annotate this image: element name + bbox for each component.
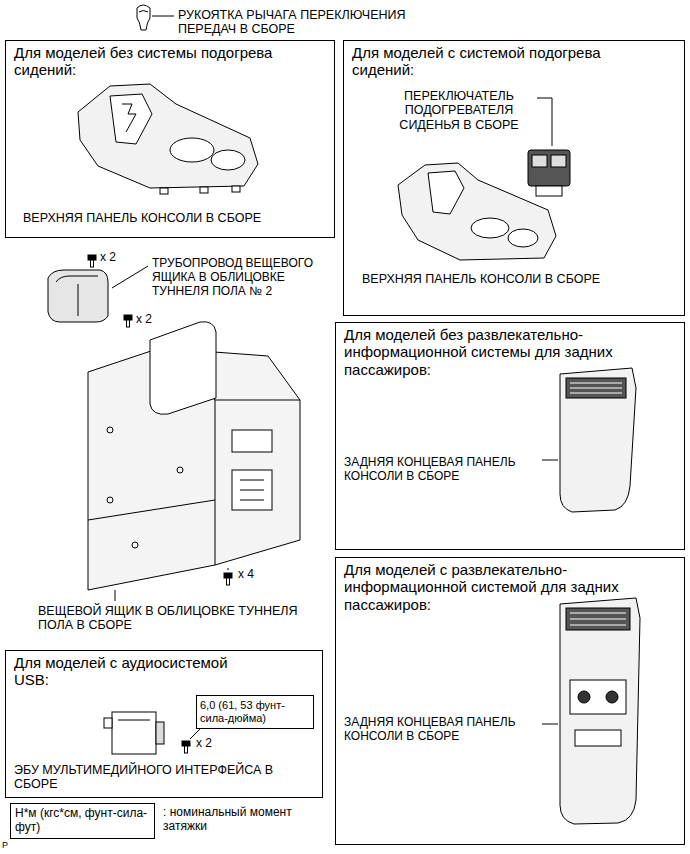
- quantity: x 2: [196, 737, 226, 751]
- rear-panel-drawing: [542, 598, 640, 824]
- quantity: x 4: [238, 568, 268, 582]
- variant-heading: Для моделей без системы подогрева сидени…: [14, 44, 328, 79]
- legend-key-box: Н*м (кгс*см, фунт-сила-фут): [10, 803, 155, 839]
- duct-drawing: [48, 266, 148, 322]
- variant-box: Для моделей без системы подогрева сидени…: [5, 40, 335, 238]
- part-name: ЗАДНЯЯ КОНЦЕВАЯ ПАНЕЛЬ КОНСОЛИ В СБОРЕ: [344, 456, 539, 484]
- legend-unit: Н*м (кгс*см, фунт-сила-фут): [15, 807, 150, 835]
- part-name: ЭБУ МУЛЬТИМЕДИЙНОГО ИНТЕРФЕЙСА В СБОРЕ: [14, 763, 309, 792]
- storage-box-drawing: [88, 322, 300, 601]
- variant-box: Для моделей с системой подогрева сидений…: [343, 40, 685, 316]
- variant-heading: Для моделей без развлекательно-информаци…: [344, 326, 679, 378]
- note: : номинальный момент затяжки: [163, 806, 293, 834]
- quantity: x 2: [136, 313, 166, 327]
- ecu-drawing: [104, 712, 200, 754]
- torque-value: 6,0 (61, 53 фунт-сила-дюйма): [200, 699, 310, 724]
- part-name: ТРУБОПРОВОД ВЕЩЕВОГО ЯЩИКА В ОБЛИЦОВКЕ Т…: [152, 257, 330, 298]
- rear-panel-drawing: [542, 368, 636, 512]
- variant-heading: Для моделей с аудиосистемой USB:: [14, 654, 244, 689]
- variant-heading: Для моделей с развлекательно-информацион…: [344, 561, 679, 613]
- heater-switch-drawing: [528, 98, 570, 196]
- part-name: ЗАДНЯЯ КОНЦЕВАЯ ПАНЕЛЬ КОНСОЛИ В СБОРЕ: [344, 716, 539, 744]
- quantity: x 2: [100, 251, 130, 265]
- page-mark: P: [2, 840, 16, 850]
- part-name: ВЕРХНЯЯ ПАНЕЛЬ КОНСОЛИ В СБОРЕ: [23, 211, 323, 225]
- part-name: РУКОЯТКА РЫЧАГА ПЕРЕКЛЮЧЕНИЯ ПЕРЕДАЧ В С…: [178, 8, 440, 37]
- variant-box: Для моделей с развлекательно-информацион…: [335, 557, 685, 845]
- part-name: ПЕРЕКЛЮЧАТЕЛЬ ПОДОГРЕВАТЕЛЯ СИДЕНЬЯ В СБ…: [384, 89, 534, 132]
- part-name: ВЕРХНЯЯ ПАНЕЛЬ КОНСОЛИ В СБОРЕ: [362, 272, 672, 286]
- torque-box: 6,0 (61, 53 фунт-сила-дюйма): [196, 695, 314, 729]
- variant-box: Для моделей без развлекательно-информаци…: [335, 322, 685, 550]
- shift-knob-drawing: [137, 5, 174, 30]
- variant-heading: Для моделей с системой подогрева сидений…: [352, 44, 652, 79]
- variant-box: Для моделей с аудиосистемой USB: ЭБУ МУЛЬ…: [5, 650, 323, 798]
- part-name: ВЕЩЕВОЙ ЯЩИК В ОБЛИЦОВКЕ ТУННЕЛЯ ПОЛА В …: [38, 604, 298, 633]
- console-panel-drawing: [78, 84, 258, 194]
